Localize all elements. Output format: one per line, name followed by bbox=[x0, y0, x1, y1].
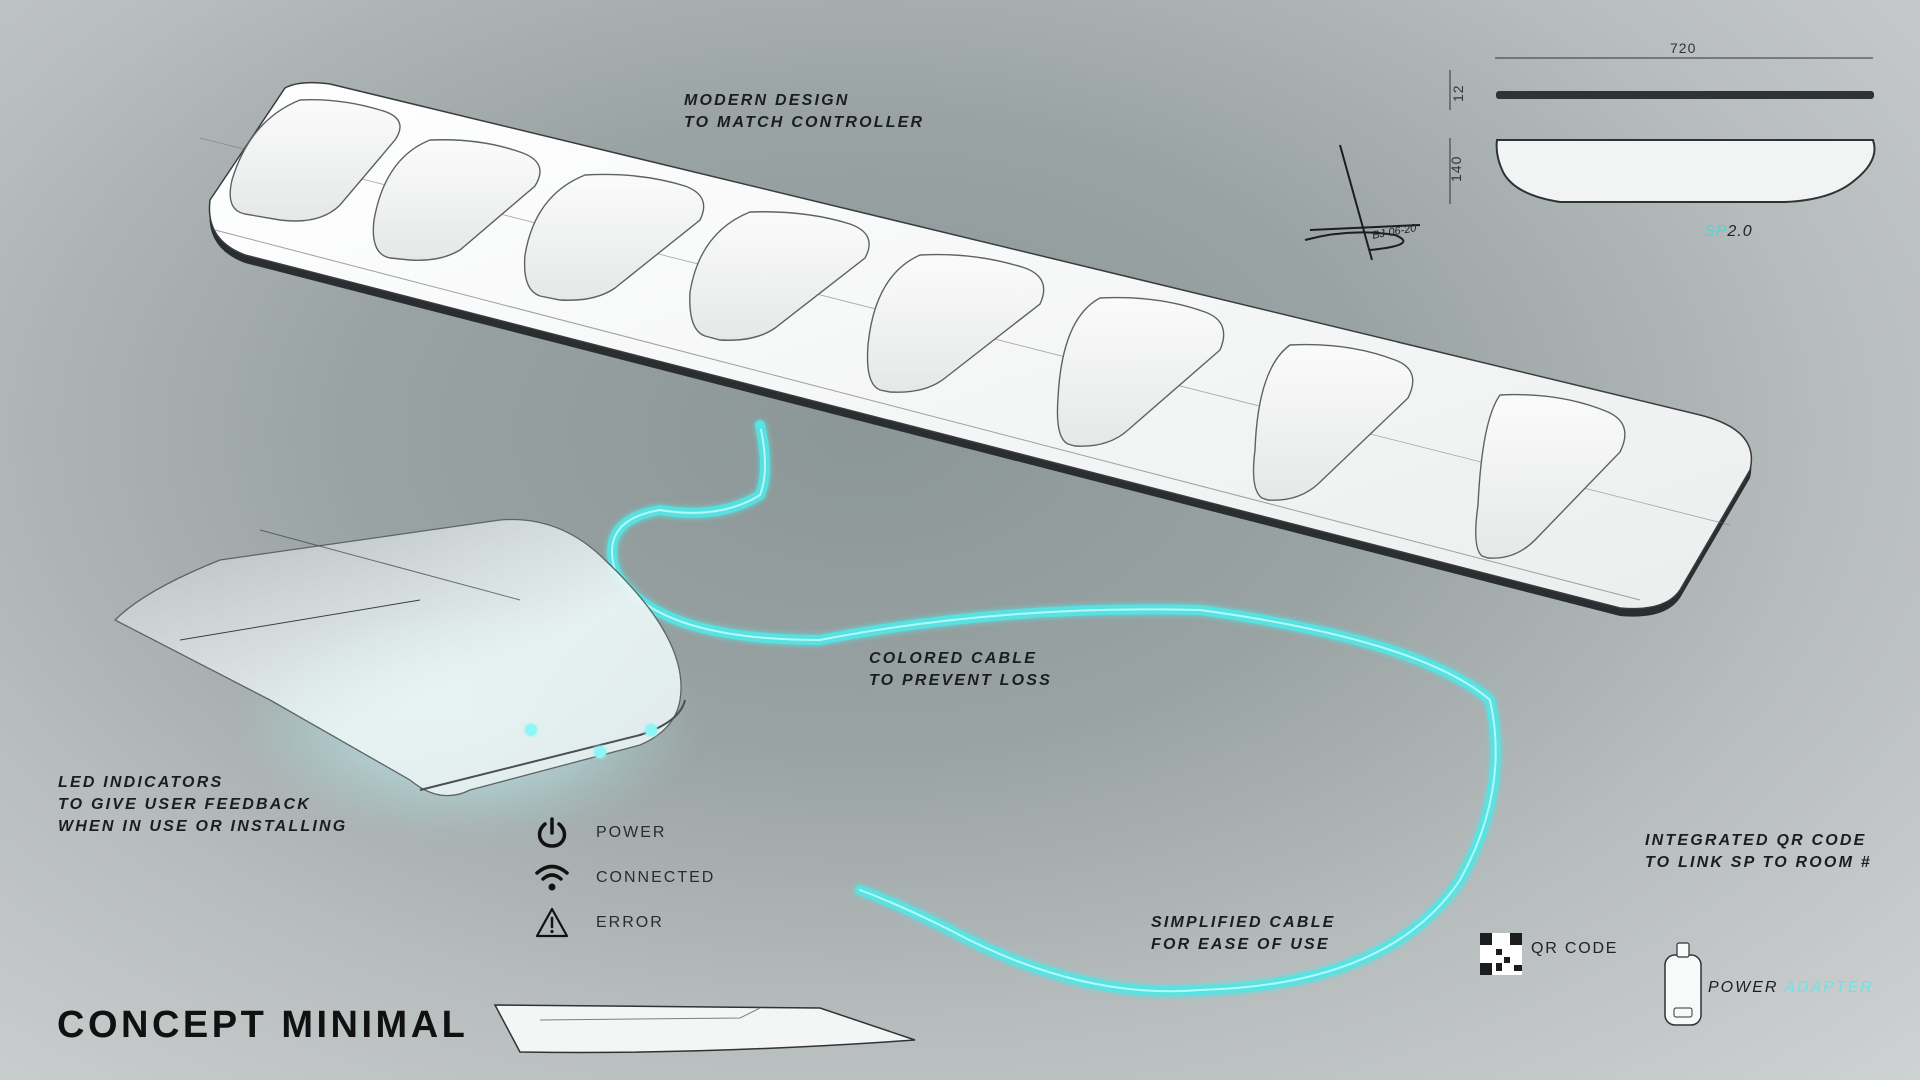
adapter-word: ADAPTER bbox=[1784, 979, 1874, 996]
callout-led-indicators: LED INDICATORS TO GIVE USER FEEDBACK WHE… bbox=[58, 774, 348, 835]
legend-label: POWER bbox=[596, 824, 667, 841]
callout-colored-cable: COLORED CABLE TO PREVENT LOSS bbox=[869, 650, 1052, 689]
model-version: 2.0 bbox=[1727, 223, 1753, 240]
legend-connected: CONNECTED bbox=[534, 860, 715, 896]
callout-simplified-cable: SIMPLIFIED CABLE FOR EASE OF USE bbox=[1151, 914, 1336, 953]
qr-code-label: QR CODE bbox=[1531, 940, 1619, 957]
legend-error: ERROR bbox=[534, 905, 664, 941]
dimension-width: 720 bbox=[1670, 40, 1697, 56]
wifi-icon bbox=[535, 864, 569, 891]
model-label: SP2.0 bbox=[1704, 223, 1753, 241]
page-title: CONCEPT MINIMAL bbox=[57, 1004, 469, 1046]
legend-power: POWER bbox=[534, 815, 666, 851]
legend-label: ERROR bbox=[596, 914, 664, 931]
colored-cable bbox=[607, 420, 1501, 997]
warning-icon bbox=[535, 907, 569, 938]
callout-modern-design: MODERN DESIGN TO MATCH CONTROLLER bbox=[684, 92, 925, 131]
legend-label: CONNECTED bbox=[596, 869, 716, 886]
power-adapter bbox=[1664, 942, 1702, 1026]
side-profile-blade bbox=[493, 1004, 916, 1054]
panel-pads bbox=[229, 99, 1626, 559]
qr-code-icon bbox=[1480, 933, 1522, 975]
dimension-thickness: 12 bbox=[1450, 84, 1466, 102]
designer-signature bbox=[1304, 144, 1421, 261]
dimension-drawings bbox=[1449, 57, 1876, 204]
led-closeup bbox=[113, 518, 700, 840]
power-adapter-label: POWER ADAPTER bbox=[1708, 979, 1874, 997]
callout-qr-integrated: INTEGRATED QR CODE TO LINK SP TO ROOM # bbox=[1645, 832, 1872, 871]
dimension-depth: 140 bbox=[1448, 155, 1464, 182]
model-prefix: SP bbox=[1704, 223, 1728, 240]
power-word: POWER bbox=[1708, 979, 1779, 996]
power-icon bbox=[537, 817, 567, 848]
